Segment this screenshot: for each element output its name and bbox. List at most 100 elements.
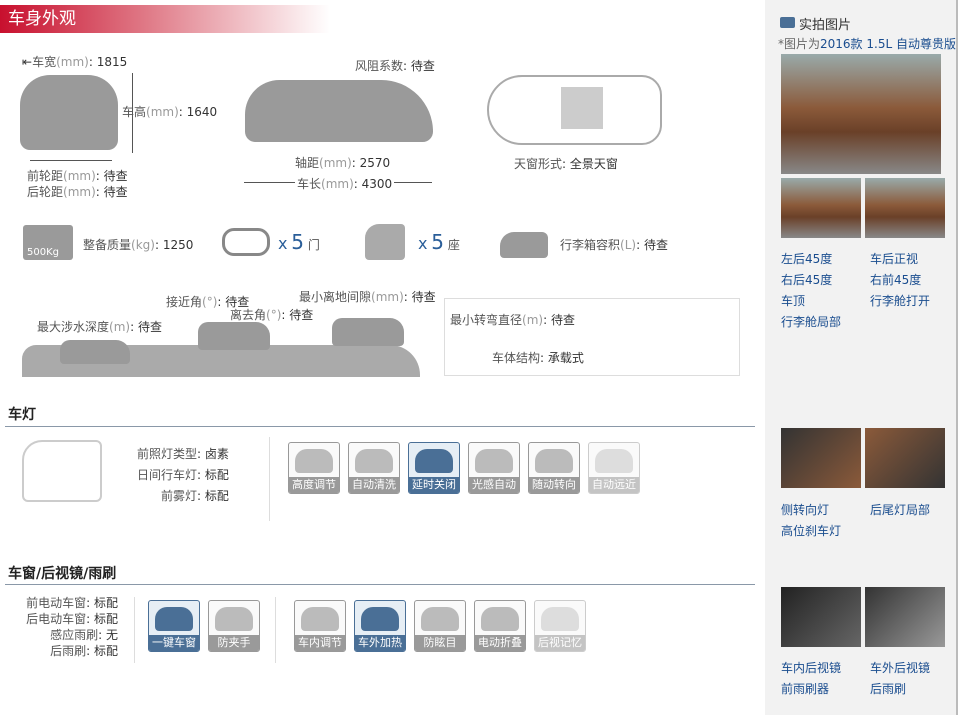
feature-icon: [295, 449, 333, 473]
feature-label: 高度调节: [289, 477, 339, 493]
doors-spec: x 5 门: [278, 230, 320, 254]
wheelbase-spec: 轴距(mm): 2570: [295, 156, 391, 170]
photo-thumb[interactable]: [781, 587, 861, 647]
photo-main[interactable]: [781, 54, 941, 174]
feature-label: 电动折叠: [475, 635, 525, 651]
feature-随动转向[interactable]: 随动转向: [528, 442, 580, 494]
trunk-spec: 行李箱容积(L): 待查: [560, 238, 668, 252]
photo-link[interactable]: 车顶: [781, 294, 806, 308]
photo-link[interactable]: 车外后视镜: [870, 661, 931, 675]
feature-icon: [355, 449, 393, 473]
photo-link[interactable]: 右前45度: [870, 273, 922, 287]
photo-sidebar: 实拍图片 *图片为2016款 1.5L 自动尊贵版 左后45度 车后正视右后45度…: [765, 0, 958, 715]
feature-label: 一键车窗: [149, 635, 199, 651]
height-spec: 车高(mm): 1640: [122, 105, 218, 119]
feature-高度调节[interactable]: 高度调节: [288, 442, 340, 494]
feature-icon: [541, 607, 579, 631]
sidebar-title: 实拍图片: [799, 18, 852, 33]
photo-thumb[interactable]: [865, 587, 945, 647]
feature-防夹手[interactable]: 防夹手: [208, 600, 260, 652]
feature-icon: [595, 449, 633, 473]
photo-link[interactable]: 后尾灯局部: [870, 503, 931, 517]
feature-延时关闭[interactable]: 延时关闭: [408, 442, 460, 494]
headlight-spec: 前照灯类型: 卤素: [137, 447, 229, 461]
feature-一键车窗[interactable]: 一键车窗: [148, 600, 200, 652]
car-wading: [60, 340, 130, 364]
track-arrow: [30, 160, 112, 161]
feature-电动折叠[interactable]: 电动折叠: [474, 600, 526, 652]
feature-label: 防夹手: [209, 635, 259, 651]
feature-label: 自动清洗: [349, 477, 399, 493]
photo-link[interactable]: 行李舱打开: [870, 294, 931, 308]
weight-spec: 整备质量(kg): 1250: [83, 238, 194, 252]
feature-label: 延时关闭: [409, 477, 459, 493]
section-banner: 车身外观: [0, 5, 330, 33]
photo-thumb[interactable]: [781, 178, 861, 238]
window-spec: 后电动车窗: 标配: [26, 612, 118, 626]
feature-label: 随动转向: [529, 477, 579, 493]
feature-icon: [301, 607, 339, 631]
feature-光感自动[interactable]: 光感自动: [468, 442, 520, 494]
photo-link[interactable]: 右后45度: [781, 273, 833, 287]
turning-spec: 最小转弯直径(m): 待查: [450, 313, 575, 327]
car-front-silhouette: [20, 75, 118, 150]
length-spec: 车长(mm): 4300: [295, 175, 395, 192]
front-track-spec: 前轮距(mm): 待查: [27, 169, 128, 183]
photo-link[interactable]: 行李舱局部: [781, 315, 842, 329]
lights-separator: [269, 437, 270, 521]
feature-icon: [155, 607, 193, 631]
clearance-spec: 最小离地间隙(mm): 待查: [299, 290, 436, 304]
photo-thumb[interactable]: [865, 178, 945, 238]
window-spec: 感应雨刷: 无: [50, 628, 118, 642]
photo-link[interactable]: 车内后视镜: [781, 661, 842, 675]
section-title: 车身外观: [8, 9, 76, 29]
seats-spec: x 5 座: [418, 230, 460, 254]
photo-link[interactable]: 侧转向灯: [781, 503, 830, 517]
door-icon: [222, 228, 270, 256]
departure-spec: 离去角(°): 待查: [230, 308, 314, 322]
width-spec: ⇤车宽(mm): 1815: [22, 55, 128, 69]
rear-track-spec: 后轮距(mm): 待查: [27, 185, 128, 199]
weight-icon: 500Kg: [23, 225, 73, 260]
lights-title: 车灯: [8, 407, 36, 423]
window-spec: 后雨刷: 标配: [50, 644, 118, 658]
feature-车内调节[interactable]: 车内调节: [294, 600, 346, 652]
photo-link[interactable]: 左后45度: [781, 252, 833, 266]
photo-link[interactable]: 车后正视: [870, 252, 919, 266]
feature-icon: [421, 607, 459, 631]
camera-icon: [780, 17, 795, 28]
feature-label: 光感自动: [469, 477, 519, 493]
car-angle: [198, 322, 270, 350]
wading-spec: 最大涉水深度(m): 待查: [37, 320, 162, 334]
feature-自动清洗[interactable]: 自动清洗: [348, 442, 400, 494]
photo-link[interactable]: 后雨刷: [870, 682, 907, 696]
feature-防眩目[interactable]: 防眩目: [414, 600, 466, 652]
feature-icon: [361, 607, 399, 631]
approach-spec: 接近角(°): 待查: [166, 295, 250, 309]
feature-label: 车外加热: [355, 635, 405, 651]
trunk-icon: [500, 232, 548, 258]
feature-自动远近[interactable]: 自动远近: [588, 442, 640, 494]
feature-label: 车内调节: [295, 635, 345, 651]
height-arrow: [132, 73, 133, 153]
photo-link[interactable]: 高位刹车灯: [781, 524, 842, 538]
sidebar-note: *图片为2016款 1.5L 自动尊贵版: [778, 37, 956, 51]
feature-icon: [415, 449, 453, 473]
turning-structure-box: [444, 298, 740, 376]
headlight-illustration: [22, 440, 102, 502]
windows-separator-2: [275, 597, 276, 663]
feature-icon: [481, 607, 519, 631]
photo-thumb[interactable]: [865, 428, 945, 488]
structure-spec: 车体结构: 承载式: [492, 351, 584, 365]
windows-title: 车窗/后视镜/雨刷: [8, 566, 117, 582]
drag-spec: 风阻系数: 待查: [355, 59, 435, 73]
drl-spec: 日间行车灯: 标配: [137, 468, 229, 482]
window-spec: 前电动车窗: 标配: [26, 596, 118, 610]
feature-后视记忆[interactable]: 后视记忆: [534, 600, 586, 652]
photo-thumb[interactable]: [781, 428, 861, 488]
feature-车外加热[interactable]: 车外加热: [354, 600, 406, 652]
seat-icon: [365, 224, 405, 260]
feature-label: 后视记忆: [535, 635, 585, 651]
car-clearance: [332, 318, 404, 346]
photo-link[interactable]: 前雨刷器: [781, 682, 830, 696]
